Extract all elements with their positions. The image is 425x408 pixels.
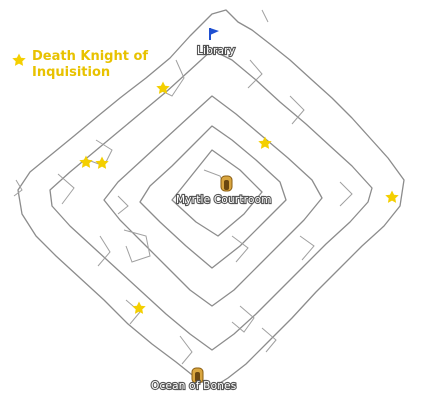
- gate-portal-icon: [191, 367, 204, 384]
- outer-corridor-inner-wall: [49, 49, 373, 351]
- ocean-label: Ocean of Bones: [151, 380, 236, 392]
- legend-label-line1: Death Knight of: [32, 49, 148, 64]
- middle-ring-wall: [103, 95, 323, 307]
- blue-flag-icon: [209, 28, 219, 40]
- library-marker[interactable]: Library: [196, 28, 236, 58]
- library-label: Library: [197, 45, 235, 57]
- spawn-star-icon[interactable]: [79, 155, 93, 168]
- legend-label-line2: Inquisition: [32, 65, 110, 80]
- maze-segments: [13, 9, 353, 365]
- legend-star-icon: [12, 53, 26, 66]
- spawn-star-icon[interactable]: [95, 156, 109, 169]
- spawn-markers: [79, 81, 399, 314]
- courtroom-label: Myrtle Courtroom: [176, 194, 272, 206]
- courtroom-gate[interactable]: Myrtle Courtroom: [175, 175, 273, 207]
- spawn-star-icon[interactable]: [156, 81, 170, 94]
- spawn-star-icon[interactable]: [258, 136, 272, 149]
- spawn-star-icon[interactable]: [132, 301, 146, 314]
- courtroom-room-wall: [171, 149, 263, 237]
- gate-portal-icon: [220, 175, 233, 192]
- legend: Death Knight of Inquisition: [12, 49, 148, 80]
- ocean-gate[interactable]: Ocean of Bones: [150, 367, 237, 393]
- spawn-star-icon[interactable]: [385, 190, 399, 203]
- outer-wall: [17, 9, 405, 389]
